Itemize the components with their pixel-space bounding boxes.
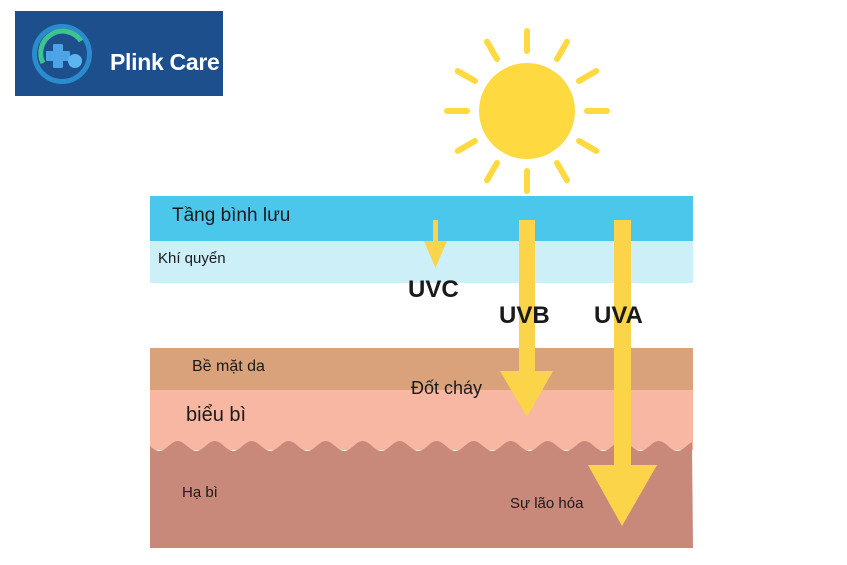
logo-brand-name: Plink Care — [110, 49, 220, 75]
sun-icon — [444, 28, 610, 194]
uvc-arrow — [424, 220, 447, 268]
skin-surface-layer — [150, 348, 693, 390]
skin-surface-label: Bề mặt da — [192, 358, 265, 375]
uva-label: UVA — [594, 302, 643, 329]
stratosphere-layer — [150, 196, 693, 241]
sun-ray — [484, 160, 500, 184]
uvc-label: UVC — [408, 276, 459, 303]
logo-emblem-icon — [32, 24, 92, 84]
plink-care-logo: Plink Care — [15, 11, 223, 96]
sun-ray — [454, 138, 478, 154]
uva-arrow — [588, 220, 657, 526]
dermis-layer — [150, 441, 693, 548]
atmosphere-label: Khí quyển — [158, 250, 226, 267]
sun-ray — [554, 38, 570, 62]
stratosphere-label: Tầng bình lưu — [172, 205, 291, 226]
atmosphere-layer — [150, 241, 693, 283]
aging-effect-label: Sự lão hóa — [510, 495, 584, 512]
dermis-label: Hạ bì — [182, 484, 218, 501]
sun-ray — [576, 138, 600, 154]
uvb-arrow — [500, 220, 553, 417]
epidermis-layer — [150, 390, 693, 450]
sun-ray — [554, 160, 570, 184]
sun-ray — [484, 38, 500, 62]
sun-ray — [576, 68, 600, 84]
epidermis-label: biểu bì — [186, 404, 247, 426]
burn-effect-label: Đốt cháy — [411, 378, 483, 398]
sun-ray — [454, 68, 478, 84]
uvb-label: UVB — [499, 302, 550, 329]
